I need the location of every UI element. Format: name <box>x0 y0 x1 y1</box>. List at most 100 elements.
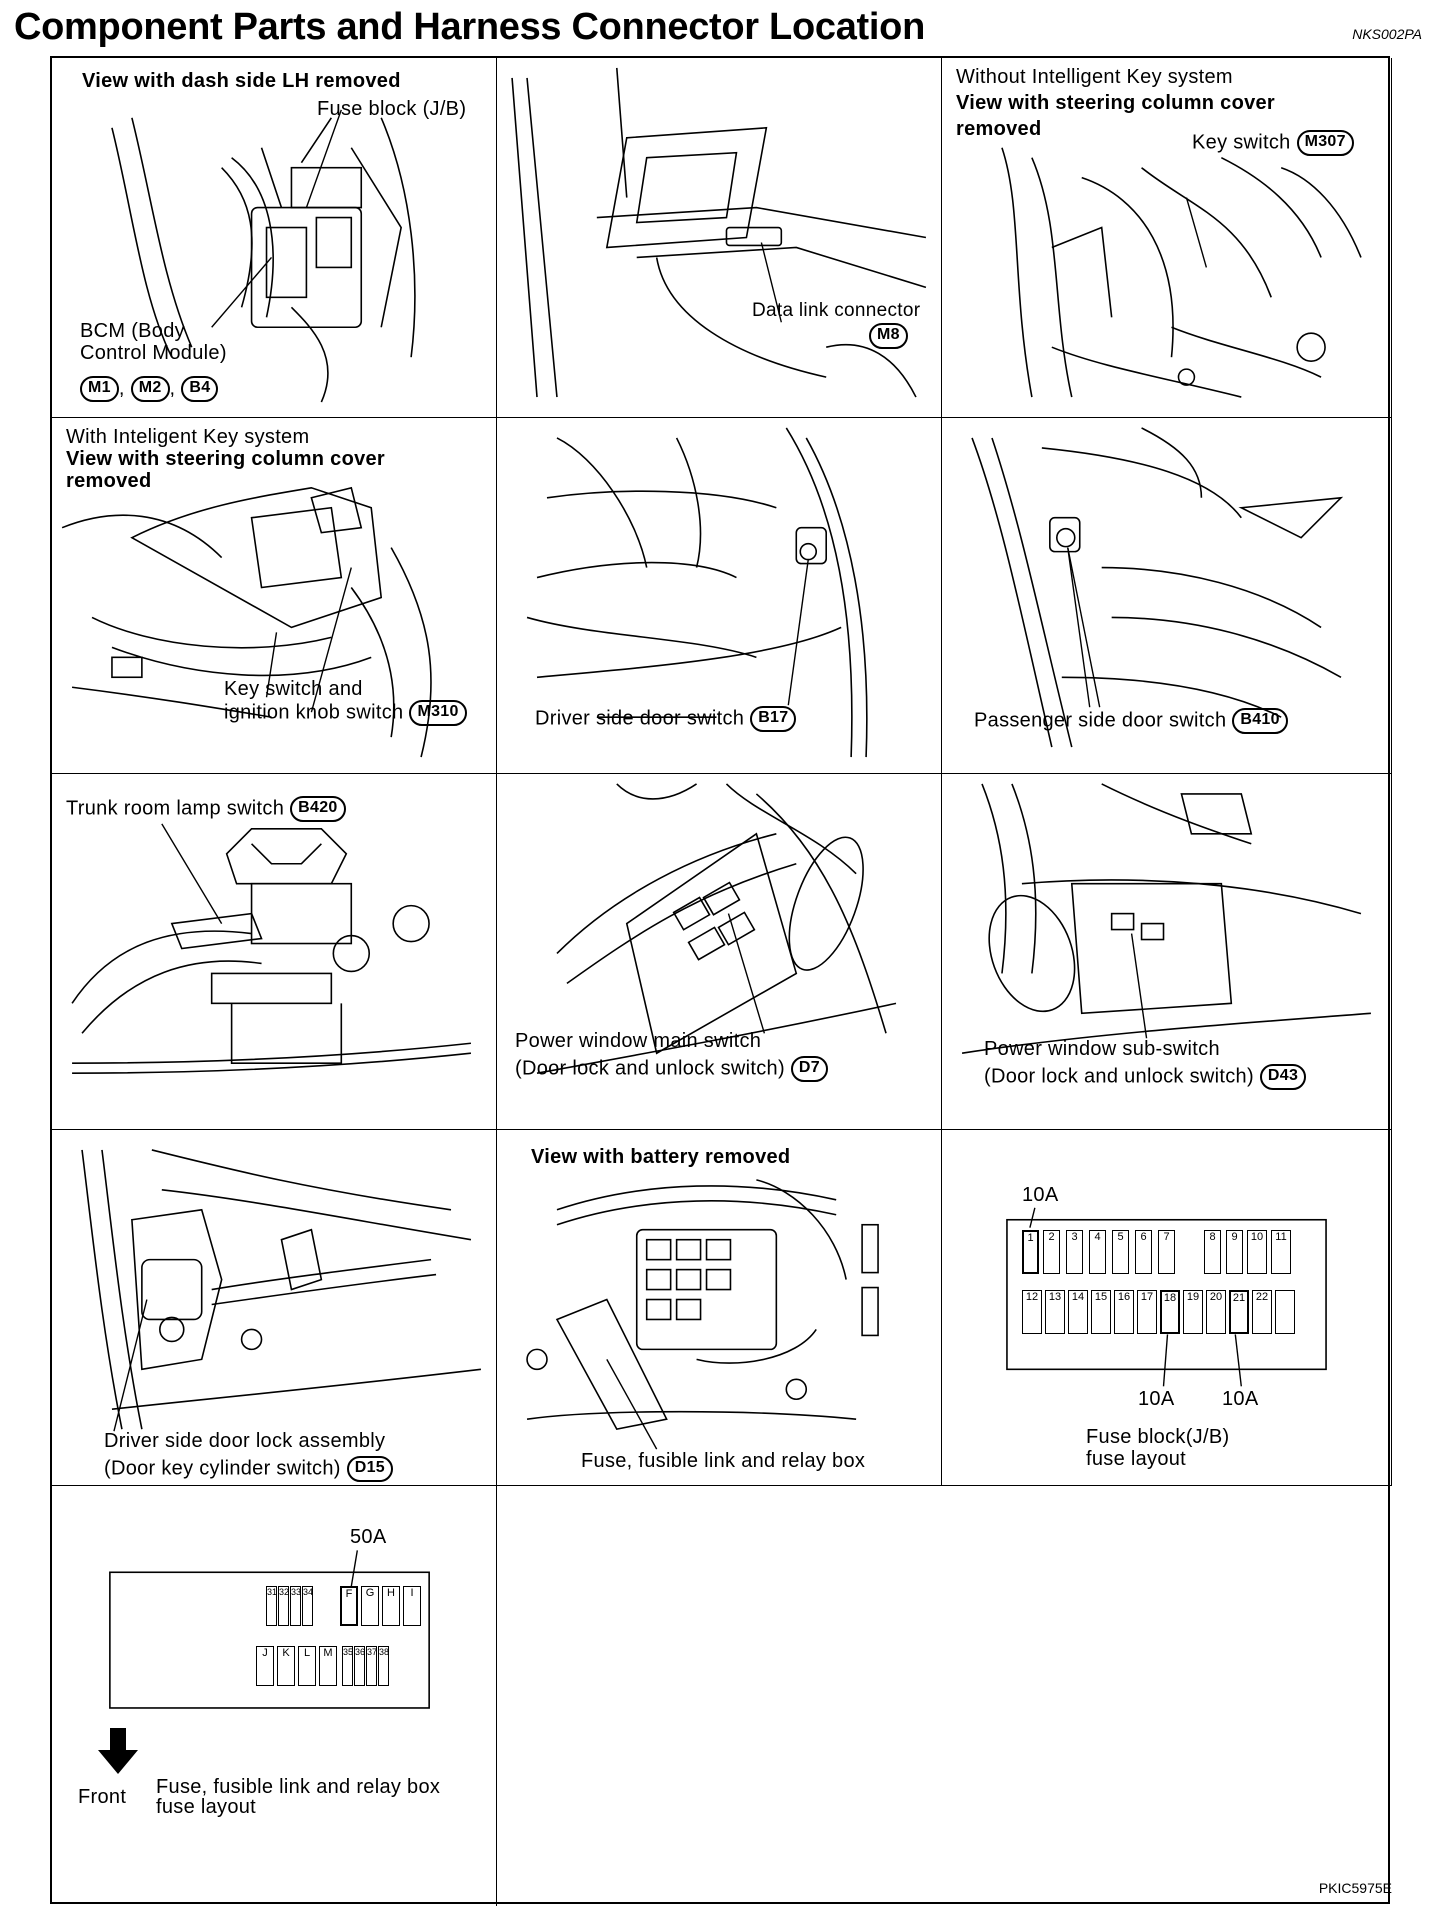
front-arrow-icon <box>98 1728 138 1774</box>
relay-fuse-l: L <box>298 1646 316 1686</box>
ignition-knob-illustration <box>61 486 432 758</box>
relay-fuse-31: 31 <box>266 1586 277 1626</box>
bcm-label-line2: Control Module) <box>80 342 227 364</box>
relay-fuse-35: 35 <box>342 1646 353 1686</box>
bcm-heading: View with dash side LH removed <box>82 70 401 92</box>
power-window-sub-label1: Power window sub-switch <box>984 1038 1220 1060</box>
ignition-line2: View with steering column cover <box>66 448 386 470</box>
figure-code: PKIC5975E <box>1318 1880 1392 1896</box>
relay-fuse-38: 38 <box>378 1646 389 1686</box>
bcm-label-line1: BCM (Body <box>80 320 185 342</box>
power-window-sub-illustration <box>961 783 1371 1055</box>
power-window-main-label1: Power window main switch <box>515 1030 762 1052</box>
relay-fuse-33: 33 <box>290 1586 301 1626</box>
bcm-connectors: M1,M2,B4 <box>74 376 219 402</box>
connector-m307: M307 <box>1296 130 1354 156</box>
relay-amp: 50A <box>350 1526 387 1548</box>
jb-amp-top: 10A <box>1022 1184 1059 1206</box>
key-switch-line2: View with steering column cover <box>956 92 1276 114</box>
key-switch-line1: Without Intelligent Key system <box>956 66 1233 88</box>
fuse-block-label: Fuse block (J/B) <box>317 98 467 120</box>
connector-m310: M310 <box>409 700 467 726</box>
relay-fuse-37: 37 <box>366 1646 377 1686</box>
relay-fuse-f: F <box>340 1586 358 1626</box>
jb-fuse-blank <box>1275 1290 1295 1334</box>
relay-fuse-m: M <box>319 1646 337 1686</box>
jb-caption2: fuse layout <box>1086 1448 1187 1470</box>
connector-b420: B420 <box>290 796 346 822</box>
relay-fuse-j: J <box>256 1646 274 1686</box>
connector-b4: B4 <box>181 376 219 402</box>
door-lock-text2: (Door key cylinder switch) <box>104 1457 341 1480</box>
jb-fuse-16: 16 <box>1114 1290 1134 1334</box>
connector-d7: D7 <box>790 1056 828 1082</box>
data-link-connector: M8 <box>863 323 908 349</box>
relay-box-heading: View with battery removed <box>531 1146 791 1168</box>
driver-door-illustration <box>526 427 868 758</box>
panel-relay-box: View with battery removed Fuse, fusible … <box>497 1130 942 1486</box>
jb-fuse-22: 22 <box>1252 1290 1272 1334</box>
jb-fuse-8: 8 <box>1204 1230 1221 1274</box>
panel-data-link: Data link connector M8 <box>497 58 942 418</box>
jb-amp-bottom-left: 10A <box>1138 1388 1175 1410</box>
door-lock-illustration <box>81 1149 482 1432</box>
ignition-label1: Key switch and <box>224 678 363 700</box>
jb-fuse-4: 4 <box>1089 1230 1106 1274</box>
ignition-line1: With Inteligent Key system <box>66 426 310 448</box>
power-window-sub-text2: (Door lock and unlock switch) <box>984 1065 1254 1088</box>
driver-door-text: Driver side door switch <box>535 707 745 730</box>
trunk-lamp-text: Trunk room lamp switch <box>66 797 285 820</box>
jb-fuse-6: 6 <box>1135 1230 1152 1274</box>
relay-fuse-i: I <box>403 1586 421 1626</box>
jb-fuse-10: 10 <box>1247 1230 1267 1274</box>
ignition-line3: removed <box>66 470 152 492</box>
connector-d15: D15 <box>346 1456 394 1482</box>
jb-fuse-3: 3 <box>1066 1230 1083 1274</box>
jb-fuse-21: 21 <box>1229 1290 1249 1334</box>
jb-fuse-12: 12 <box>1022 1290 1042 1334</box>
relay-fuse-k: K <box>277 1646 295 1686</box>
relay-fuse-frame <box>109 1550 430 1709</box>
panel-power-window-sub: Power window sub-switch (Door lock and u… <box>942 774 1392 1130</box>
key-switch-line3: removed <box>956 118 1042 140</box>
panel-bcm: View with dash side LH removed Fuse bloc… <box>52 58 497 418</box>
power-window-sub-label2: (Door lock and unlock switch)D43 <box>984 1064 1307 1090</box>
door-lock-label1: Driver side door lock assembly <box>104 1430 386 1452</box>
relay-fuse-34: 34 <box>302 1586 313 1626</box>
data-link-label: Data link connector <box>752 300 921 321</box>
connector-b410: B410 <box>1232 708 1288 734</box>
panel-relay-fuse-layout: 50A 31 32 33 34 F G H I J K L M 35 36 37… <box>52 1486 497 1906</box>
jb-fuse-14: 14 <box>1068 1290 1088 1334</box>
ignition-label2-text: ignition knob switch <box>224 701 404 724</box>
document-code: NKS002PA <box>1352 26 1422 42</box>
jb-caption1: Fuse block(J/B) <box>1086 1426 1230 1448</box>
passenger-door-text: Passenger side door switch <box>974 709 1227 732</box>
relay-fuse-h: H <box>382 1586 400 1626</box>
jb-amp-bottom-right: 10A <box>1222 1388 1259 1410</box>
relay-fuse-g: G <box>361 1586 379 1626</box>
power-window-main-label2: (Door lock and unlock switch)D7 <box>515 1056 828 1082</box>
panel-empty <box>497 1486 1392 1906</box>
jb-fuse-5: 5 <box>1112 1230 1129 1274</box>
power-window-main-text2: (Door lock and unlock switch) <box>515 1057 785 1080</box>
trunk-lamp-illustration <box>71 823 472 1074</box>
jb-leader-lines <box>1006 1207 1327 1387</box>
power-window-main-illustration <box>536 783 897 1074</box>
connector-m2: M2 <box>130 376 170 402</box>
jb-fuse-1: 1 <box>1022 1230 1039 1274</box>
relay-caption2: fuse layout <box>156 1796 257 1818</box>
passenger-door-illustration <box>971 427 1344 748</box>
diagram-grid: View with dash side LH removed Fuse bloc… <box>50 56 1392 1906</box>
connector-b17: B17 <box>750 706 797 732</box>
connector-m1: M1 <box>80 376 119 402</box>
data-link-illustration <box>511 67 927 398</box>
jb-fuse-19: 19 <box>1183 1290 1203 1334</box>
jb-fuse-20: 20 <box>1206 1290 1226 1334</box>
jb-fuse-9: 9 <box>1226 1230 1243 1274</box>
panel-key-switch: Without Intelligent Key system View with… <box>942 58 1392 418</box>
